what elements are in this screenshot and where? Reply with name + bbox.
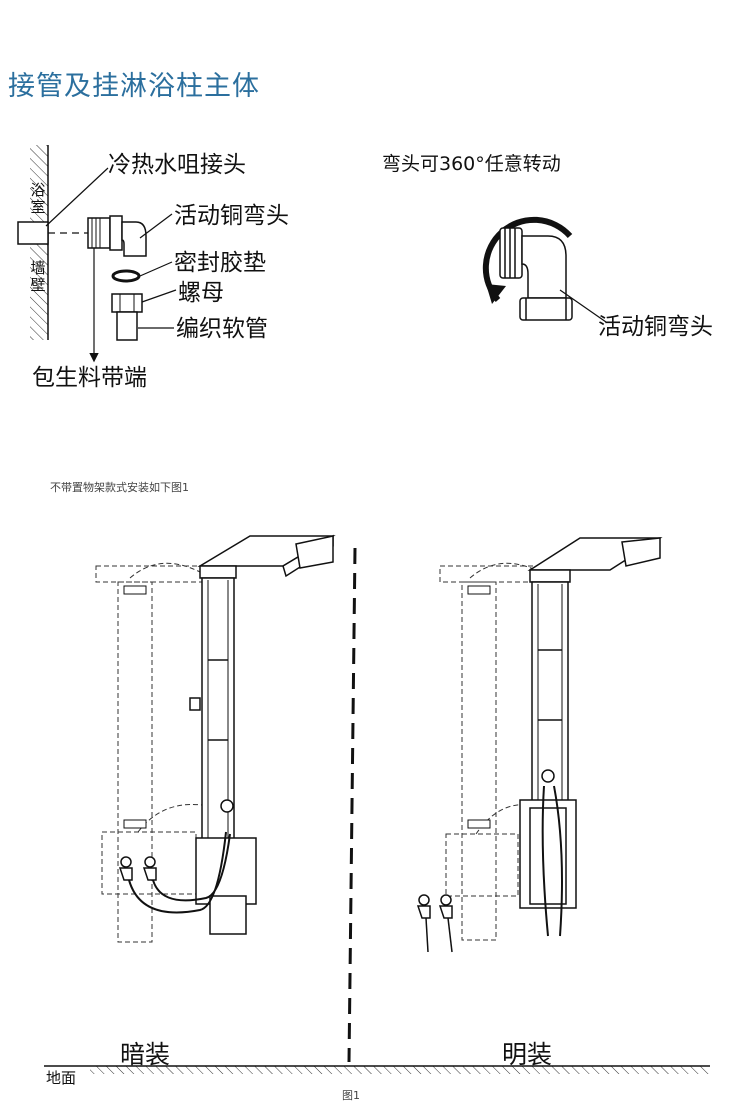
wall-label-char: 壁: [30, 276, 46, 294]
section-title: 接管及挂淋浴柱主体: [8, 71, 260, 102]
exposed-taps: [416, 894, 453, 953]
install-label-exposed: 明装: [502, 1040, 553, 1069]
callout-copper-elbow: 活动铜弯头: [174, 203, 289, 229]
ground-line: [44, 1065, 710, 1074]
concealed-shower-column: [189, 534, 336, 935]
wall-pipe: [17, 221, 90, 245]
callout-water-joint: 冷热水咀接头: [108, 152, 246, 178]
concealed-hoses: [127, 831, 231, 914]
threaded-joint: [87, 217, 111, 249]
copper-elbow: [109, 215, 147, 257]
callout-nut: 螺母: [178, 280, 224, 306]
callout-elbow-right: 活动铜弯头: [598, 314, 713, 340]
wall-label-top: 浴 室: [29, 182, 47, 216]
callout-seal-gasket: 密封胶垫: [174, 250, 266, 276]
seal-gasket: [111, 269, 141, 283]
exposed-shower-column: [519, 537, 663, 909]
divider-line: [347, 547, 357, 1063]
rotation-heading: 弯头可360°任意转动: [382, 153, 561, 175]
install-label-concealed: 暗装: [120, 1040, 171, 1069]
nut: [111, 293, 143, 313]
callout-teflon-tape: 包生料带端: [32, 365, 147, 391]
exposed-brackets: [467, 585, 491, 829]
braided-hose: [116, 311, 138, 341]
ground-label: 地面: [46, 1069, 77, 1087]
wall-label-char: 墙: [30, 259, 46, 277]
wall-label-char: 浴: [30, 181, 46, 199]
figure-caption-top: 不带置物架款式安装如下图1: [50, 481, 189, 494]
elbow-3d: [499, 227, 573, 321]
right-callout-line: [559, 289, 607, 323]
callout-braided-hose: 编织软管: [176, 316, 268, 342]
figure-number: 图1: [342, 1089, 360, 1102]
wall-label-char: 室: [30, 198, 46, 216]
concealed-taps: [118, 856, 157, 881]
concealed-brackets: [123, 585, 147, 829]
exposed-hoses: [541, 785, 563, 937]
left-callout-lines: [45, 167, 177, 363]
wall-label-bottom: 墙 壁: [29, 260, 47, 294]
